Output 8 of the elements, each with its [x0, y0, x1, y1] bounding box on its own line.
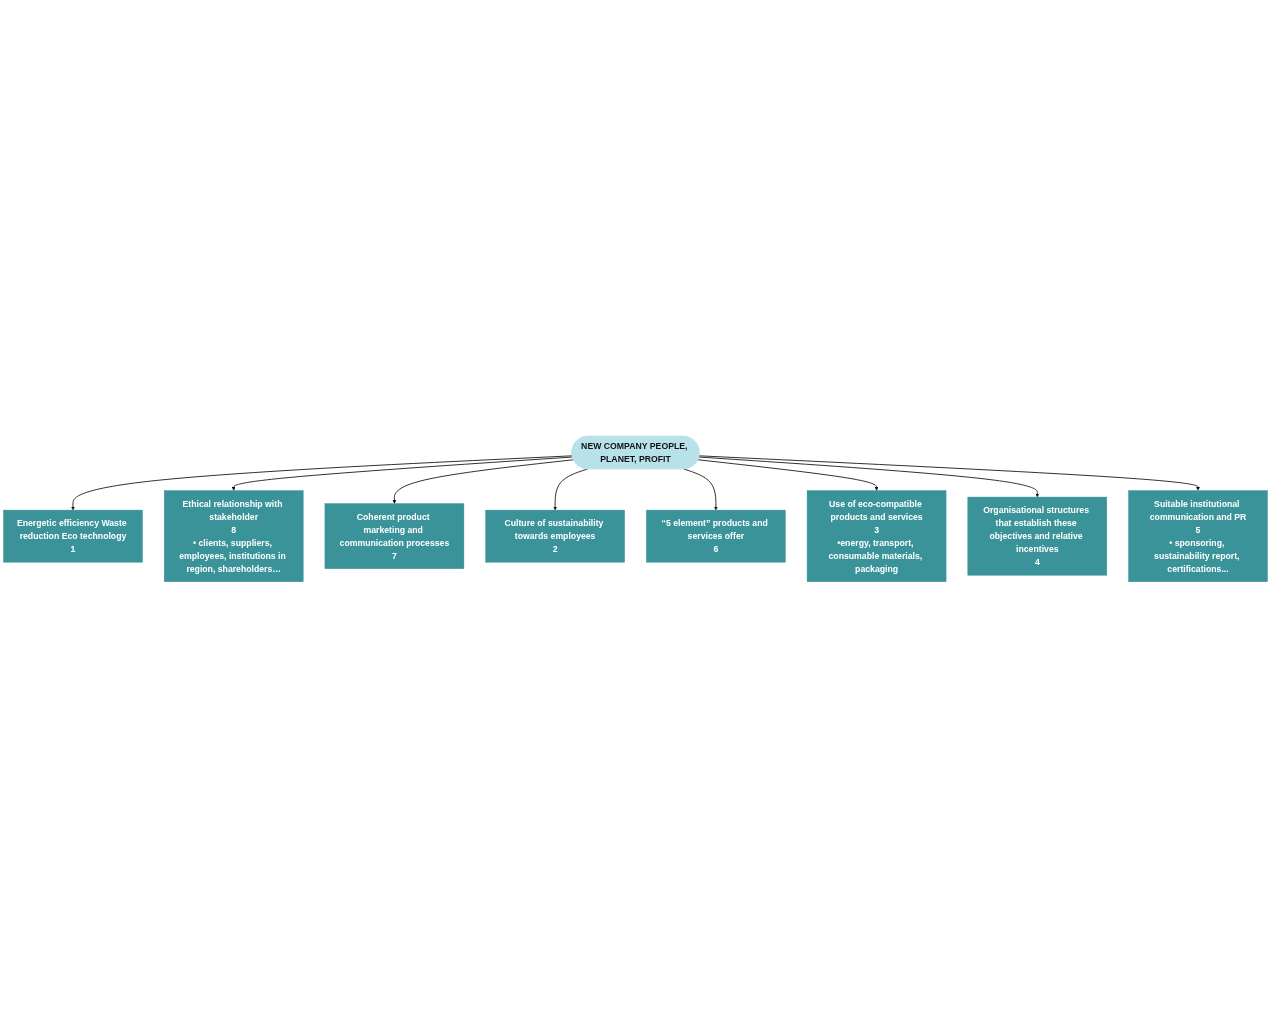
- node-box: Organisational structures that establish these objectives and relative incentives 4: [967, 496, 1107, 576]
- node-box: Suitable institutional communication and PR 5 • sponsoring, sustainability report, certifications...: [1128, 490, 1268, 582]
- node-box: Use of eco-compatible products and services 3 •energy, transport, consumable materials, packaging: [806, 490, 947, 582]
- node-box: Ethical relationship with stakeholder 8 • clients, suppliers, employees, institutions in region, shareholders…: [164, 490, 304, 582]
- node-box: Energetic efficiency Waste reduction Eco technology 1: [3, 509, 143, 563]
- node-box: Culture of sustainability towards employees 2: [485, 509, 625, 563]
- node-box: “5 element” products and services offer 6: [646, 509, 786, 563]
- node-box: Coherent product marketing and communication processes 7: [324, 503, 465, 569]
